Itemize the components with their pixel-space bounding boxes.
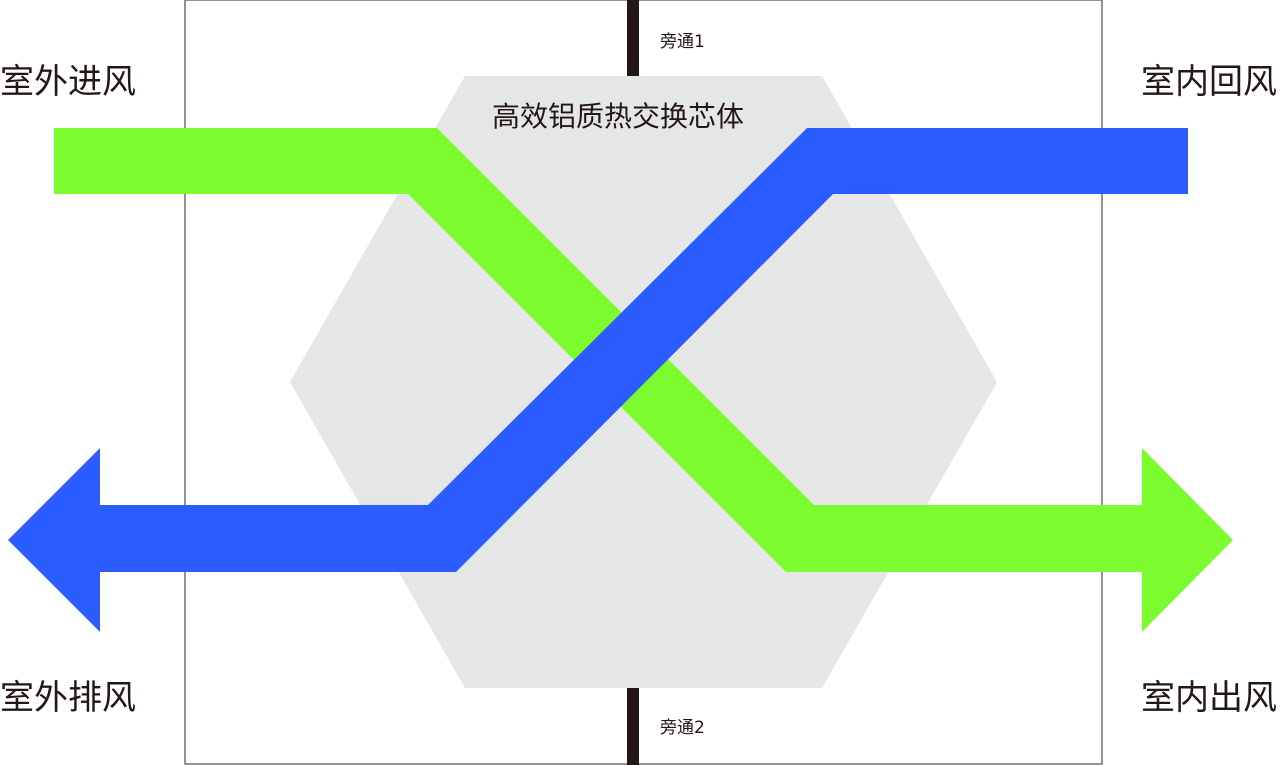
core-title: 高效铝质热交换芯体 [492,100,745,133]
unit-housing-frame [184,0,1103,765]
bypass-1-bar [627,0,639,76]
bypass-2-label: 旁通2 [660,718,705,738]
outdoor-intake-label: 室外进风 [0,62,136,102]
outdoor-exhaust-label: 室外排风 [0,678,136,718]
indoor-return-label: 室内回风 [1141,62,1277,102]
indoor-supply-label: 室内出风 [1141,678,1277,718]
bypass-1-label: 旁通1 [660,32,705,52]
exhaust-air-flow-path [8,128,1188,632]
bypass-2-bar [627,688,639,765]
